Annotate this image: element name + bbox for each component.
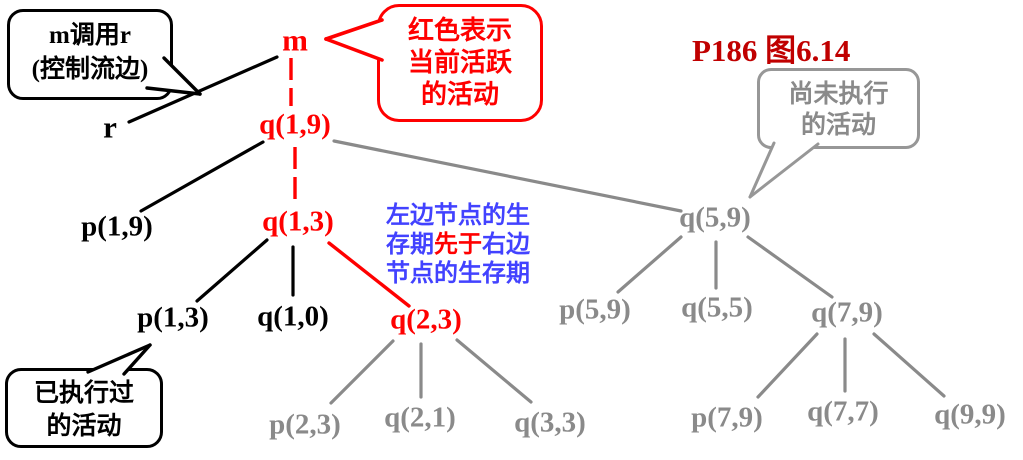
- tree-node-r: r: [103, 109, 117, 145]
- tree-node-p79: p(7,9): [691, 401, 763, 434]
- callout-pending-tail-edge: [748, 142, 820, 199]
- tree-node-m: m: [282, 22, 308, 58]
- callout-active-line3: 的活动: [420, 80, 499, 109]
- callout-active-line1: 红色表示: [407, 16, 512, 45]
- tree-node-q99: q(9,9): [934, 398, 1006, 431]
- tree-node-q79: q(7,9): [811, 296, 883, 329]
- edge-q79-p79: [756, 332, 819, 399]
- callout-control-flow-line1: m调用r: [49, 22, 131, 49]
- edge-q59-p59: [616, 235, 683, 294]
- lifetime-note-line2-pre: 存期: [386, 230, 434, 258]
- callout-pending-tail-edge: [748, 141, 776, 199]
- callout-control-flow-line2: (控制流边): [31, 56, 149, 83]
- callout-active-line2: 当前活跃: [407, 48, 512, 77]
- callout-active: 红色表示 当前活跃 的活动: [377, 4, 543, 122]
- tree-node-q59: q(5,9): [679, 201, 751, 234]
- callout-executed-line2: 的活动: [46, 413, 122, 440]
- lifetime-note: 左边节点的生 存期先于右边 节点的生存期: [386, 201, 530, 288]
- page-title: P186 图6.14: [692, 33, 851, 68]
- lifetime-note-line2: 存期先于右边: [386, 230, 530, 259]
- callout-active-tail-edge: [324, 18, 384, 41]
- tree-node-q19: q(1,9): [259, 108, 331, 141]
- lifetime-note-line3: 节点的生存期: [386, 259, 530, 287]
- callout-active-tail: [326, 20, 382, 60]
- lifetime-note-line2-red: 先于: [434, 230, 482, 258]
- tree-node-q77: q(7,7): [807, 395, 879, 428]
- lifetime-note-line1: 左边节点的生: [386, 201, 530, 229]
- edge-q23-q33: [455, 338, 533, 404]
- tree-node-p23: p(2,3): [269, 408, 341, 441]
- callout-pending-line2: 的活动: [800, 112, 876, 139]
- callout-pending-tail: [750, 143, 818, 197]
- tree-node-q13: q(1,3): [262, 205, 334, 238]
- callout-pending-line1: 尚未执行: [788, 81, 889, 108]
- callout-active-tail-edge: [324, 37, 384, 62]
- tree-node-q10: q(1,0): [257, 300, 329, 333]
- tree-node-q33: q(3,3): [514, 406, 586, 439]
- tree-node-q23: q(2,3): [390, 303, 462, 336]
- edge-q19-p19: [139, 140, 265, 213]
- tree-node-p59: p(5,9): [559, 293, 631, 326]
- edge-q13-p13: [195, 238, 269, 303]
- callout-executed-line1: 已执行过: [33, 380, 134, 407]
- tree-node-q55: q(5,5): [681, 291, 753, 324]
- edge-q79-q99: [872, 332, 946, 398]
- callout-executed: 已执行过 的活动: [5, 368, 163, 448]
- edge-q23-p23: [329, 339, 395, 405]
- callout-pending: 尚未执行 的活动: [757, 68, 920, 149]
- tree-node-q21: q(2,1): [384, 401, 456, 434]
- lifetime-note-line2-post: 右边: [482, 230, 530, 258]
- tree-node-p13: p(1,3): [137, 301, 209, 334]
- tree-node-p19: p(1,9): [81, 210, 153, 243]
- callout-control-flow: m调用r (控制流边): [7, 9, 173, 100]
- edge-q59-q79: [746, 235, 834, 299]
